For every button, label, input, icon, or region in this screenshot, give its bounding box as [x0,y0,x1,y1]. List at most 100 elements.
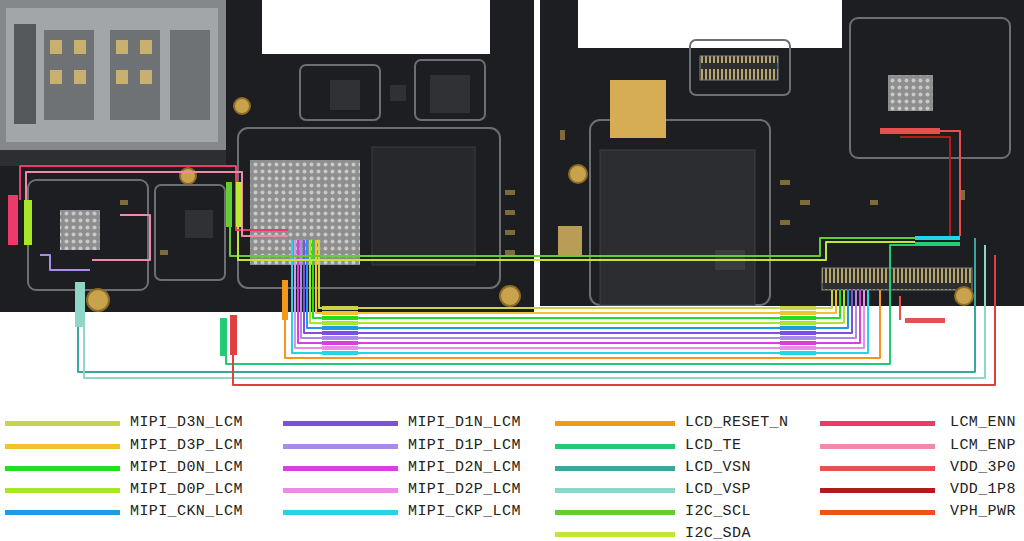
trace-tag [322,321,358,325]
trace-tag [780,316,816,320]
legend-label: VPH_PWR [950,503,1016,521]
trace-tag [322,331,358,335]
trace-tag [780,321,816,325]
signal-trace [899,296,901,320]
trace-tag [220,318,227,356]
chips [558,226,582,256]
sim-tray [170,30,210,120]
signal-trace [226,245,925,364]
fpc-connector [822,268,972,290]
legend-swatch [555,510,675,515]
sim-tray [14,24,36,124]
legend-swatch [555,466,675,471]
silkscreen-outline [415,60,485,120]
trace-tag [322,346,358,350]
signal-trace [26,172,288,236]
legend-label: LCD_VSP [685,481,751,499]
trace-tag [322,311,358,315]
legend-swatch [5,421,120,426]
chips [610,80,666,138]
legend-swatch [820,421,935,426]
trace-tag [230,315,237,355]
legend-swatch [283,444,398,449]
legend-swatch [820,510,935,515]
small-component [505,190,515,195]
small-component [505,210,515,215]
signal-trace [307,240,848,328]
legend-swatch [283,488,398,493]
chips [185,210,213,238]
signal-trace [304,240,852,333]
trace-tag [322,336,358,340]
trace-tag [322,316,358,320]
legend-label: MIPI_D1N_LCM [408,414,521,432]
legend-label: LCM_ENP [950,437,1016,455]
trace-tag [75,282,85,327]
mounting-hole [569,165,587,183]
silkscreen-outline [590,120,770,305]
trace-tag [236,182,242,227]
trace-tag [780,341,816,345]
sim-tray [0,0,226,150]
chips [390,85,406,101]
trace-tag [915,236,960,240]
trace-tag [915,242,960,246]
legend-label: MIPI_D3N_LCM [130,414,243,432]
signal-trace [319,240,832,308]
signal-trace [900,137,950,240]
trace-tag [322,326,358,330]
legend-swatch [555,532,675,537]
signal-trace [20,166,288,230]
small-component [780,180,790,185]
legend-label: LCD_TE [685,437,741,455]
pcb-board [0,0,534,312]
pcb-illustration [0,0,1024,400]
sim-tray [140,70,152,84]
silkscreen-outline [690,40,790,95]
silkscreen-outline [238,128,500,288]
signal-trace [40,255,90,270]
signal-trace [313,240,840,318]
trace-tag [780,326,816,330]
silkscreen-outline [300,65,380,120]
trace-tag [322,351,358,355]
trace-tag [322,306,358,310]
legend-label: I2C_SCL [685,503,751,521]
silkscreen-outline [155,185,225,280]
small-component [800,200,810,205]
trace-tag [780,306,816,310]
legend-swatch [283,421,398,426]
legend-label: MIPI_D0N_LCM [130,459,243,477]
sim-tray [110,30,160,120]
trace-tag [780,331,816,335]
legend-label: MIPI_CKP_LCM [408,503,521,521]
chips [330,80,360,110]
sim-tray [116,70,128,84]
legend-label: LCD_VSN [685,459,751,477]
legend-label: I2C_SDA [685,525,751,541]
sim-tray [116,40,128,54]
sim-tray [140,40,152,54]
signal-trace [84,245,985,378]
legend-label: MIPI_D3P_LCM [130,437,243,455]
signal-trace [310,240,844,323]
signal-trace [20,131,995,385]
legend-swatch [5,466,120,471]
small-component [505,230,515,235]
sim-tray [74,40,86,54]
legend-swatch [5,488,120,493]
legend-label: MIPI_D1P_LCM [408,437,521,455]
small-component [560,130,565,140]
legend-label: MIPI_D0P_LCM [130,481,243,499]
chips [60,75,933,305]
legend-label: MIPI_CKN_LCM [130,503,243,521]
fpc-connector [700,56,778,80]
legend-swatch [283,466,398,471]
legend-swatch [555,488,675,493]
signal-trace [316,240,836,313]
legend-swatch [820,488,935,493]
signal-trace [910,131,960,236]
sim-tray [74,70,86,84]
chips [888,75,933,111]
signal-trace [78,238,975,372]
